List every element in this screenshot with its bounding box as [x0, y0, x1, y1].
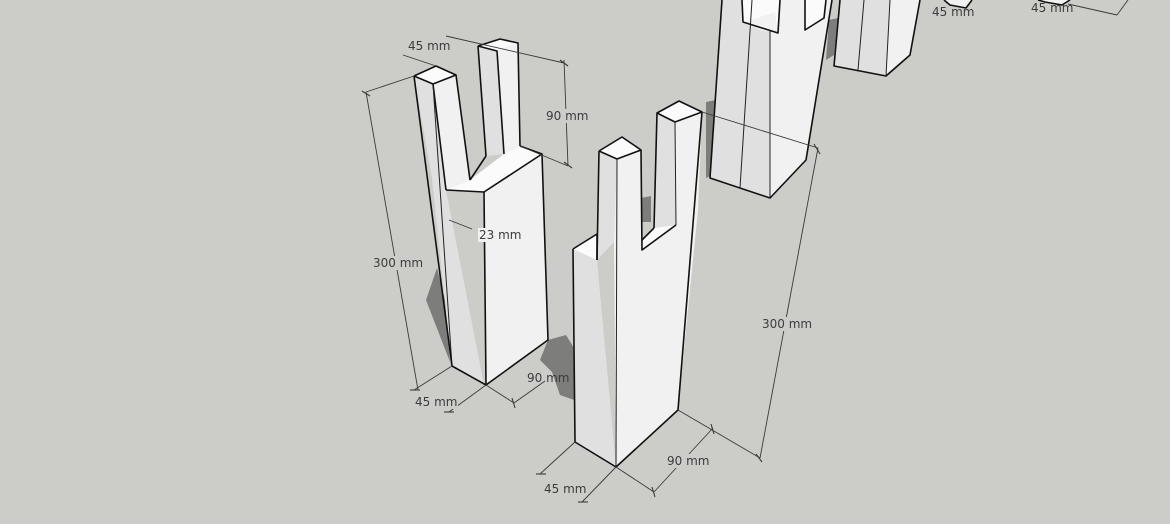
block-top-right[interactable] — [833, 0, 1071, 77]
tenon-piece-center[interactable] — [572, 100, 703, 468]
dimension-label-left-tenon-offset: 23 mm — [478, 228, 523, 242]
dimension-label-left-tenon-width: 45 mm — [407, 39, 452, 53]
dimension-label-center-base-depth: 45 mm — [543, 482, 588, 496]
mortise-piece-top[interactable] — [709, 0, 833, 199]
dimension-label-top-right-1: 45 mm — [932, 5, 975, 19]
tenon-piece-left[interactable] — [413, 38, 549, 386]
dimension-label-left-base-width: 90 mm — [527, 371, 570, 385]
dimension-label-left-overall-height: 300 mm — [372, 256, 425, 270]
dimension-label-left-tenon-height: 90 mm — [545, 109, 590, 123]
dimension-label-center-overall-height: 300 mm — [761, 317, 814, 331]
dimension-label-center-base-width: 90 mm — [666, 454, 711, 468]
dimension-label-left-base-depth: 45 mm — [414, 395, 459, 409]
dimension-label-top-right-2: 45 mm — [1031, 1, 1074, 15]
